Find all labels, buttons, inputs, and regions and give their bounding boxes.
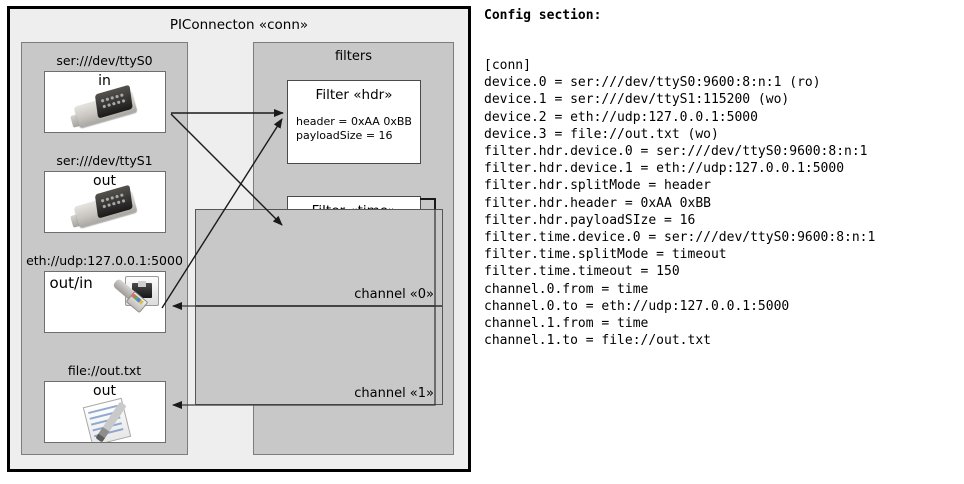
config-section: Config section: [conn] device.0 = ser://… (484, 0, 954, 484)
device-box-serial1[interactable]: out (43, 171, 166, 233)
filter-prop-hdr-header: header = 0xAA 0xBB (296, 115, 412, 128)
device-label-ethernet: eth://udp:127.0.0.1:5000 (26, 253, 183, 268)
filter-box-hdr[interactable]: Filter «hdr» header = 0xAA 0xBB payloadS… (287, 80, 421, 164)
device-label-serial0: ser:///dev/ttyS0 (56, 53, 153, 68)
ethernet-jack-icon (45, 272, 165, 332)
devices-group: ser:///dev/ttyS0 in ser:///dev/ttyS1 out (21, 42, 188, 455)
device-direction-file: out (93, 383, 116, 399)
filter-prop-hdr-payloadsize: payloadSize = 16 (296, 129, 393, 142)
connector-diagram-frame: PIConnecton «conn» ser:///dev/ttyS0 in s… (7, 6, 471, 472)
device-box-ethernet[interactable]: out/in (43, 271, 166, 333)
device-direction-serial1: out (93, 173, 116, 189)
channel-label-0: channel «0» (354, 287, 434, 302)
device-node-ethernet[interactable]: eth://udp:127.0.0.1:5000 out/in (22, 253, 187, 333)
config-section-heading: Config section: (484, 8, 602, 23)
config-section-code: [conn] device.0 = ser:///dev/ttyS0:9600:… (484, 58, 876, 349)
device-node-file[interactable]: file://out.txt out (22, 363, 187, 443)
filters-group-title: filters (334, 49, 372, 64)
device-label-serial1: ser:///dev/ttyS1 (56, 153, 153, 168)
device-direction-serial0: in (98, 73, 111, 89)
device-label-file: file://out.txt (67, 363, 142, 378)
filter-title-hdr: Filter «hdr» (315, 87, 393, 103)
channel-box-1[interactable]: channel «1» (195, 306, 443, 405)
device-node-serial1[interactable]: ser:///dev/ttyS1 out (22, 153, 187, 233)
device-node-serial0[interactable]: ser:///dev/ttyS0 in (22, 53, 187, 133)
device-box-serial0[interactable]: in (43, 71, 166, 133)
channel-box-0[interactable]: channel «0» (195, 209, 443, 306)
diagram-title: PIConnecton «conn» (169, 17, 309, 33)
device-direction-ethernet: out/in (49, 274, 93, 292)
device-box-file[interactable]: out (43, 381, 166, 443)
channel-label-1: channel «1» (354, 386, 434, 401)
